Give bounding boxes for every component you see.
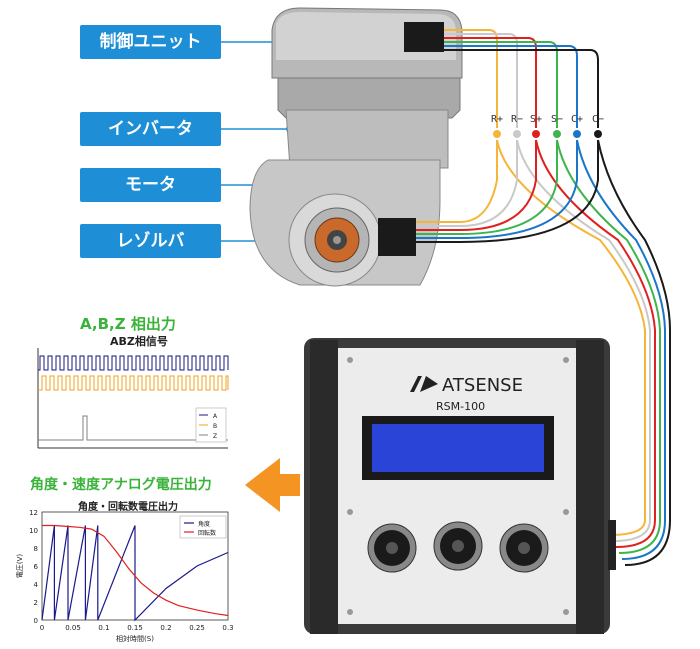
analog-x-axis-label: 相対時間(S) bbox=[116, 634, 154, 643]
wire-lower bbox=[416, 140, 518, 227]
analog-y-axis-label: 電圧(V) bbox=[16, 554, 24, 579]
wire-upper bbox=[444, 49, 599, 128]
analog-y-tick-label: 6 bbox=[34, 563, 39, 571]
knob-cap bbox=[386, 542, 398, 554]
panel-screw bbox=[563, 609, 569, 615]
wire-upper bbox=[444, 45, 578, 128]
wire-label-c-plus: C+ bbox=[571, 114, 584, 125]
wire-terminal-dot bbox=[513, 130, 521, 138]
analog-x-tick-label: 0.25 bbox=[189, 624, 205, 632]
wire-terminal-dot bbox=[493, 130, 501, 138]
wire-upper bbox=[444, 33, 518, 128]
wire-label-s-plus: S+ bbox=[530, 114, 543, 125]
brand-logo-mark bbox=[420, 376, 438, 392]
model-name: RSM-100 bbox=[436, 400, 485, 413]
wire-upper bbox=[444, 37, 537, 128]
brand-name: ATSENSE bbox=[442, 375, 523, 396]
label-motor: モータ bbox=[80, 168, 221, 202]
brand-logo-mark bbox=[410, 376, 422, 392]
wire-terminal-dot bbox=[553, 130, 561, 138]
resolver-connector bbox=[378, 218, 416, 256]
analog-x-tick-label: 0.2 bbox=[160, 624, 171, 632]
wire-lower bbox=[416, 140, 498, 223]
device-right-rail bbox=[576, 340, 604, 634]
wire-upper bbox=[444, 29, 498, 128]
abz-legend-label: A bbox=[213, 413, 218, 420]
wire-terminal-dot bbox=[573, 130, 581, 138]
rsm-100-device: ATSENSE RSM-100 bbox=[304, 338, 616, 634]
abz-signal-a bbox=[38, 355, 229, 371]
analog-y-tick-label: 2 bbox=[34, 599, 38, 607]
analog-x-tick-label: 0.1 bbox=[98, 624, 109, 632]
knob-cap bbox=[452, 540, 464, 552]
panel-screw bbox=[563, 509, 569, 515]
analog-legend-label: 回転数 bbox=[198, 529, 216, 537]
wire-terminal-dot bbox=[532, 130, 540, 138]
output-arrow bbox=[245, 458, 300, 512]
abz-chart-title: ABZ相信号 bbox=[110, 335, 168, 348]
panel-screw bbox=[347, 609, 353, 615]
panel-screw bbox=[347, 357, 353, 363]
abz-heading: A,B,Z 相出力 bbox=[80, 315, 176, 333]
wire-label-r-minus: R− bbox=[511, 114, 524, 125]
wire-label-c-minus: C− bbox=[592, 114, 605, 125]
motor-assembly bbox=[249, 7, 463, 287]
label-inverter: インバータ bbox=[80, 112, 221, 146]
resolver-shaft bbox=[333, 236, 341, 244]
wire-to-device bbox=[576, 139, 666, 560]
analog-heading: 角度・速度アナログ電圧出力 bbox=[30, 477, 212, 493]
inverter-body bbox=[285, 109, 449, 169]
wire-to-device bbox=[597, 139, 671, 566]
wire-lower bbox=[416, 140, 537, 231]
lcd-screen bbox=[372, 424, 544, 472]
abz-legend-label: Z bbox=[213, 433, 217, 440]
analog-chart-title: 角度・回転数電圧出力 bbox=[78, 502, 178, 513]
abz-signal-z bbox=[38, 415, 228, 441]
wire-to-device bbox=[496, 139, 646, 536]
analog-y-tick-label: 8 bbox=[34, 545, 38, 553]
analog-series-line-1 bbox=[42, 524, 229, 617]
wire-label-s-minus: S− bbox=[551, 114, 564, 125]
label-control-unit: 制御ユニット bbox=[80, 25, 221, 59]
wire-label-r-plus: R+ bbox=[491, 114, 504, 125]
analog-y-tick-label: 10 bbox=[29, 527, 38, 535]
analog-x-tick-label: 0.05 bbox=[65, 624, 81, 632]
wire-terminal-dot bbox=[594, 130, 602, 138]
analog-y-tick-label: 4 bbox=[34, 581, 39, 589]
control-unit-base bbox=[277, 77, 461, 119]
knob-cap bbox=[518, 542, 530, 554]
analog-x-tick-label: 0.15 bbox=[127, 624, 143, 632]
label-resolver: レゾルバ bbox=[80, 224, 221, 258]
panel-screw bbox=[347, 509, 353, 515]
analog-x-tick-label: 0 bbox=[40, 624, 44, 632]
device-left-rail bbox=[310, 340, 338, 634]
analog-y-tick-label: 12 bbox=[29, 509, 38, 517]
analog-legend-label: 角度 bbox=[198, 520, 210, 528]
wire-to-device bbox=[516, 139, 651, 542]
analog-x-tick-label: 0.3 bbox=[222, 624, 233, 632]
abz-legend-label: B bbox=[213, 423, 217, 430]
abz-signal-b bbox=[38, 375, 229, 391]
wire-upper bbox=[444, 41, 558, 128]
wire-lower bbox=[416, 140, 578, 239]
analog-y-tick-label: 0 bbox=[34, 617, 38, 625]
analog-series-line-0 bbox=[41, 525, 229, 622]
wire-lower bbox=[416, 140, 558, 235]
device-side-connector bbox=[608, 520, 616, 570]
control-unit-connector bbox=[404, 22, 444, 52]
wire-lower bbox=[416, 140, 599, 243]
panel-screw bbox=[563, 357, 569, 363]
device-front-panel bbox=[336, 348, 580, 624]
